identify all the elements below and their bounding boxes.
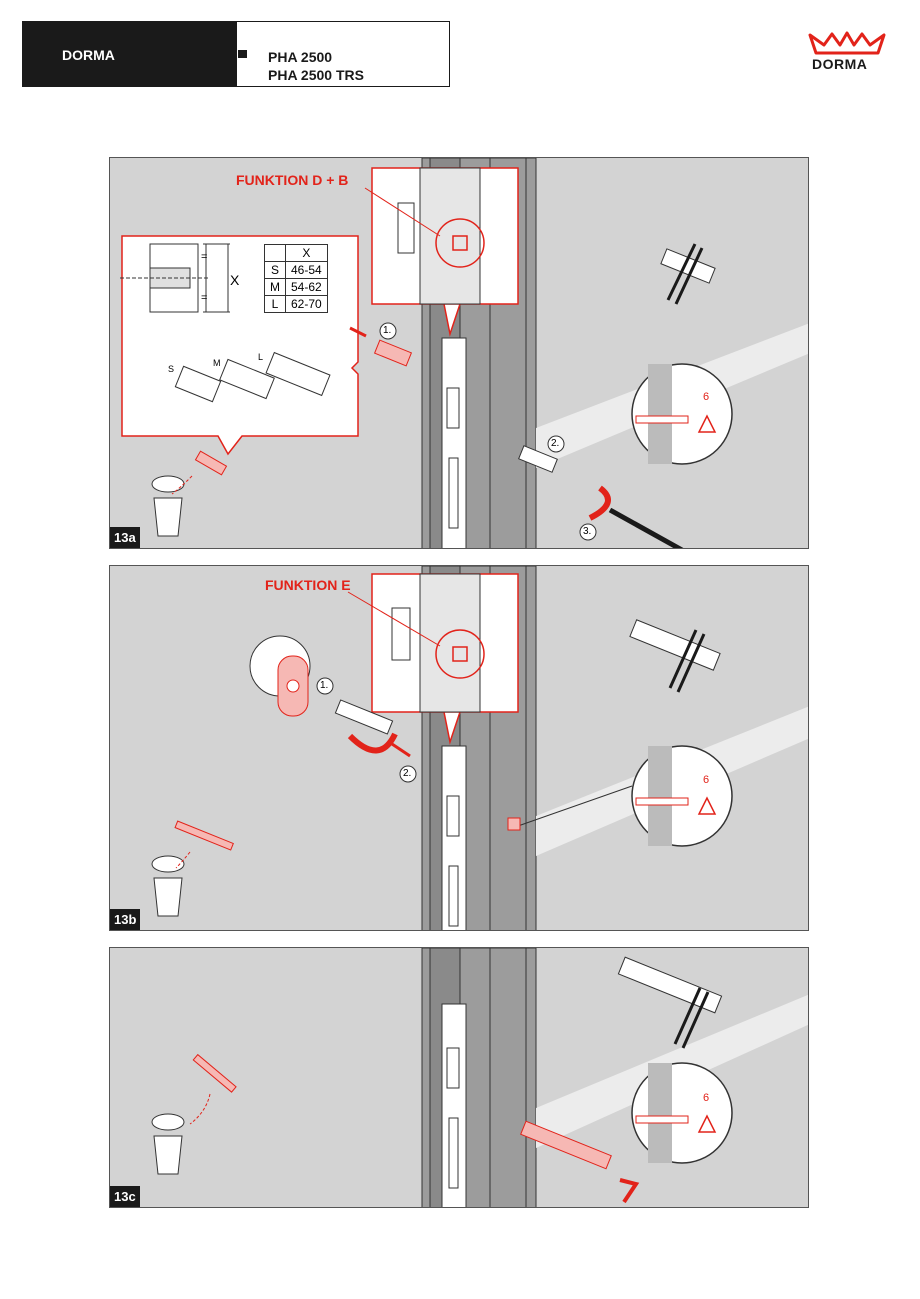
panel-13c-illustration (151, 948, 808, 1207)
table-cell: M (264, 278, 286, 296)
logo-text: DORMA (812, 56, 868, 72)
step-label-13c: 13c (110, 1186, 140, 1207)
panel-13b-illustration (151, 566, 808, 930)
gap-dimension: 6 (703, 391, 710, 403)
equal-mark-1: = (201, 251, 208, 263)
size-m-label: M (213, 358, 221, 368)
step-1-label: 1. (383, 325, 392, 336)
dorma-crown-logo (808, 31, 886, 55)
function-e-label: FUNKTION E (265, 577, 351, 593)
table-header-cell (264, 244, 286, 262)
step-label-13b: 13b (110, 909, 141, 930)
table-header-cell: X (285, 244, 328, 262)
table-cell: 62-70 (285, 295, 328, 313)
table-cell: S (264, 261, 286, 279)
gap-dimension: 6 (703, 774, 710, 786)
function-d-b-label: FUNKTION D + B (236, 172, 349, 188)
header-brand: DORMA (62, 47, 115, 63)
table-row: S 46-54 (264, 261, 328, 279)
table-cell: L (264, 295, 286, 313)
step-2-label: 2. (403, 768, 412, 779)
table-cell: 54-62 (285, 278, 328, 296)
size-table-header-row: X (264, 244, 328, 262)
table-row: L 62-70 (264, 295, 328, 313)
header-black-block (23, 22, 237, 86)
step-1-label: 1. (320, 680, 329, 691)
step-3-label: 3. (583, 526, 592, 537)
size-table: X S 46-54 M 54-62 L 62-70 (264, 244, 328, 313)
panel-13a: FUNKTION D + B = = X X S 46-54 M 54-62 L… (109, 157, 809, 549)
panel-13c: 6 13c (109, 947, 809, 1208)
header-squares-icon (226, 49, 248, 59)
document-header: DORMA PHA 2500 PHA 2500 TRS (22, 21, 450, 87)
dimension-x: X (230, 272, 240, 288)
panel-13b: FUNKTION E 1. 2. 6 13b (109, 565, 809, 931)
model-name-1: PHA 2500 (268, 49, 333, 65)
gap-dimension: 6 (703, 1092, 710, 1104)
table-row: M 54-62 (264, 278, 328, 296)
table-cell: 46-54 (285, 261, 328, 279)
panel-13a-illustration (120, 158, 808, 548)
size-l-label: L (258, 352, 264, 362)
model-name-2: PHA 2500 TRS (268, 67, 364, 83)
step-label-13a: 13a (110, 527, 140, 548)
size-s-label: S (168, 364, 175, 374)
step-2-label: 2. (551, 438, 560, 449)
equal-mark-2: = (201, 292, 208, 304)
